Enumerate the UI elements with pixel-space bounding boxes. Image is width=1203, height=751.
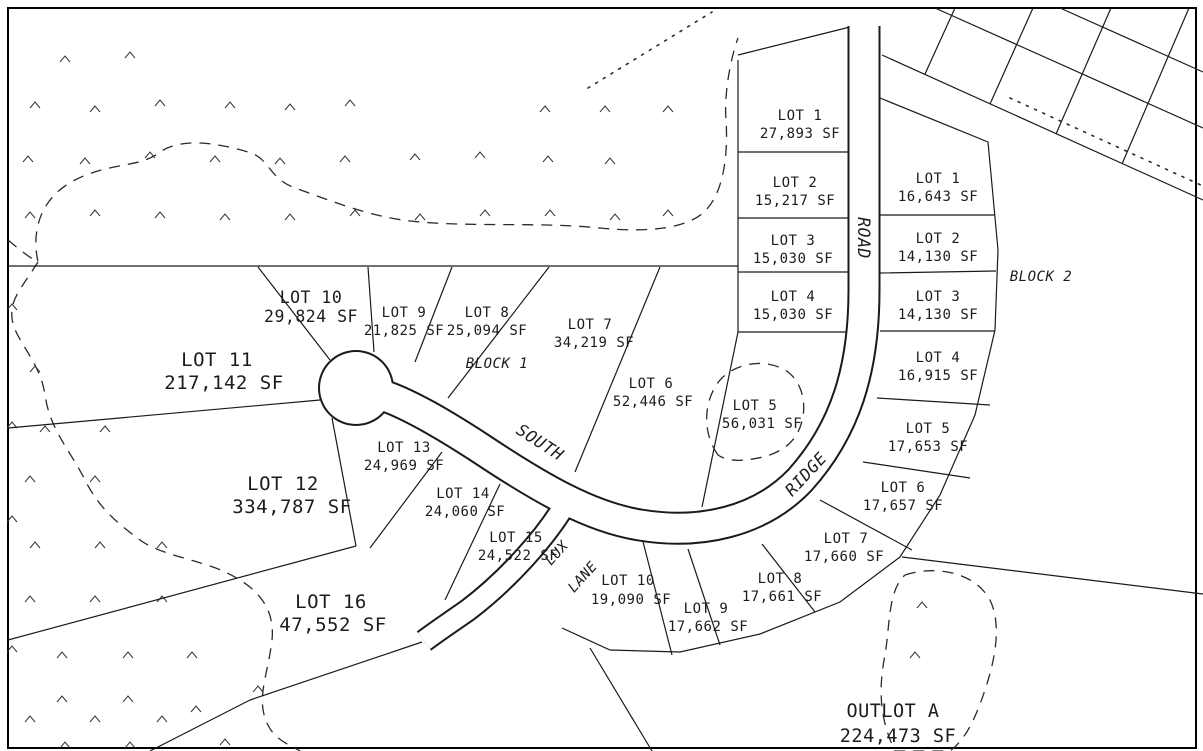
wetland-boundary-dashed: [7, 37, 997, 751]
block1-lot-3-area: 15,030 SF: [753, 251, 833, 267]
block1-lot-13-label: LOT 13: [377, 440, 431, 456]
block2-lot-7-label: LOT 7: [824, 531, 869, 547]
vegetation-symbols: [6, 51, 928, 749]
south-ridge-road: [352, 26, 879, 543]
block1-lot-11-area: 217,142 SF: [164, 372, 283, 394]
block2-lot-5-area: 17,653 SF: [888, 439, 968, 455]
block1-lot-16-area: 47,552 SF: [279, 614, 386, 636]
block2-lot-6-area: 17,657 SF: [863, 498, 943, 514]
lot-boundaries: [7, 26, 1203, 751]
block1-lot-12-area: 334,787 SF: [232, 496, 351, 518]
block2-lot-8-label: LOT 8: [758, 571, 803, 587]
block2-lot-1-area: 16,643 SF: [898, 189, 978, 205]
survey-dotted-lines: [587, 11, 1203, 187]
block1-lot-2-label: LOT 2: [773, 175, 818, 191]
block2-title: BLOCK 2: [1010, 269, 1073, 285]
block1-lot-10-area: 29,824 SF: [264, 307, 358, 326]
block2-lot-2-label: LOT 2: [916, 231, 961, 247]
labels: LOT 1 27,893 SF LOT 2 15,217 SF LOT 3 15…: [164, 108, 1073, 747]
block1-lot-7-area: 34,219 SF: [554, 335, 634, 351]
drawing-border: [7, 7, 1197, 749]
south-ridge-road-casing: [351, 26, 881, 545]
block1-lot-1-label: LOT 1: [778, 108, 823, 124]
block1-lot-14-area: 24,060 SF: [425, 504, 505, 520]
block2-lot-6-label: LOT 6: [881, 480, 926, 496]
block1-lot-9-area: 21,825 SF: [364, 323, 444, 339]
block1-lot-2-area: 15,217 SF: [755, 193, 835, 209]
block1-lot-11-label: LOT 11: [181, 349, 253, 371]
block1-lot-6-label: LOT 6: [629, 376, 674, 392]
block1-lot-8-label: LOT 8: [465, 305, 510, 321]
block1-lot-3-label: LOT 3: [771, 233, 816, 249]
block2-lot-10-label: LOT 10: [601, 573, 655, 589]
block1-lot-10-label: LOT 10: [280, 288, 343, 307]
block2-lot-8-area: 17,661 SF: [742, 589, 822, 605]
lux-lane-road: [418, 487, 581, 650]
street-name-road: ROAD: [854, 217, 873, 259]
roads: [318, 26, 881, 651]
block2-lot-3-label: LOT 3: [916, 289, 961, 305]
block1-lot-12-label: LOT 12: [247, 473, 319, 495]
block1-lot-13-area: 24,969 SF: [364, 458, 444, 474]
block2-lot-9-area: 17,662 SF: [668, 619, 748, 635]
street-name-lane: LANE: [565, 559, 601, 596]
block1-lot-1-area: 27,893 SF: [760, 126, 840, 142]
block2-lot-1-label: LOT 1: [916, 171, 961, 187]
block1-lot-6-area: 52,446 SF: [613, 394, 693, 410]
block1-lot-16-label: LOT 16: [295, 591, 367, 613]
block2-lot-2-area: 14,130 SF: [898, 249, 978, 265]
block1-lot-4-label: LOT 4: [771, 289, 816, 305]
block1-lot-7-label: LOT 7: [568, 317, 613, 333]
block2-lot-5-label: LOT 5: [906, 421, 951, 437]
block1-lot-15-area: 24,522 SF: [478, 548, 558, 564]
block2-lot-10-area: 19,090 SF: [591, 592, 671, 608]
block1-lot-5-label: LOT 5: [733, 398, 778, 414]
block1-lot-5-area: 56,031 SF: [722, 416, 802, 432]
block1-title: BLOCK 1: [466, 356, 529, 372]
block2-lot-3-area: 14,130 SF: [898, 307, 978, 323]
block2-lot-9-label: LOT 9: [684, 601, 729, 617]
block1-lot-4-area: 15,030 SF: [753, 307, 833, 323]
block2-lot-4-label: LOT 4: [916, 350, 961, 366]
block1-lot-8-area: 25,094 SF: [447, 323, 527, 339]
block2-lot-7-area: 17,660 SF: [804, 549, 884, 565]
block1-lot-14-label: LOT 14: [436, 486, 490, 502]
adjacent-parcel-lines: [881, 7, 1203, 201]
block2-lot-4-area: 16,915 SF: [898, 368, 978, 384]
outlot-a-area: 224,473 SF: [840, 726, 956, 747]
outlot-a-label: OUTLOT A: [846, 701, 939, 722]
block1-lot-15-label: LOT 15: [489, 530, 543, 546]
block1-lot-9-label: LOT 9: [382, 305, 427, 321]
